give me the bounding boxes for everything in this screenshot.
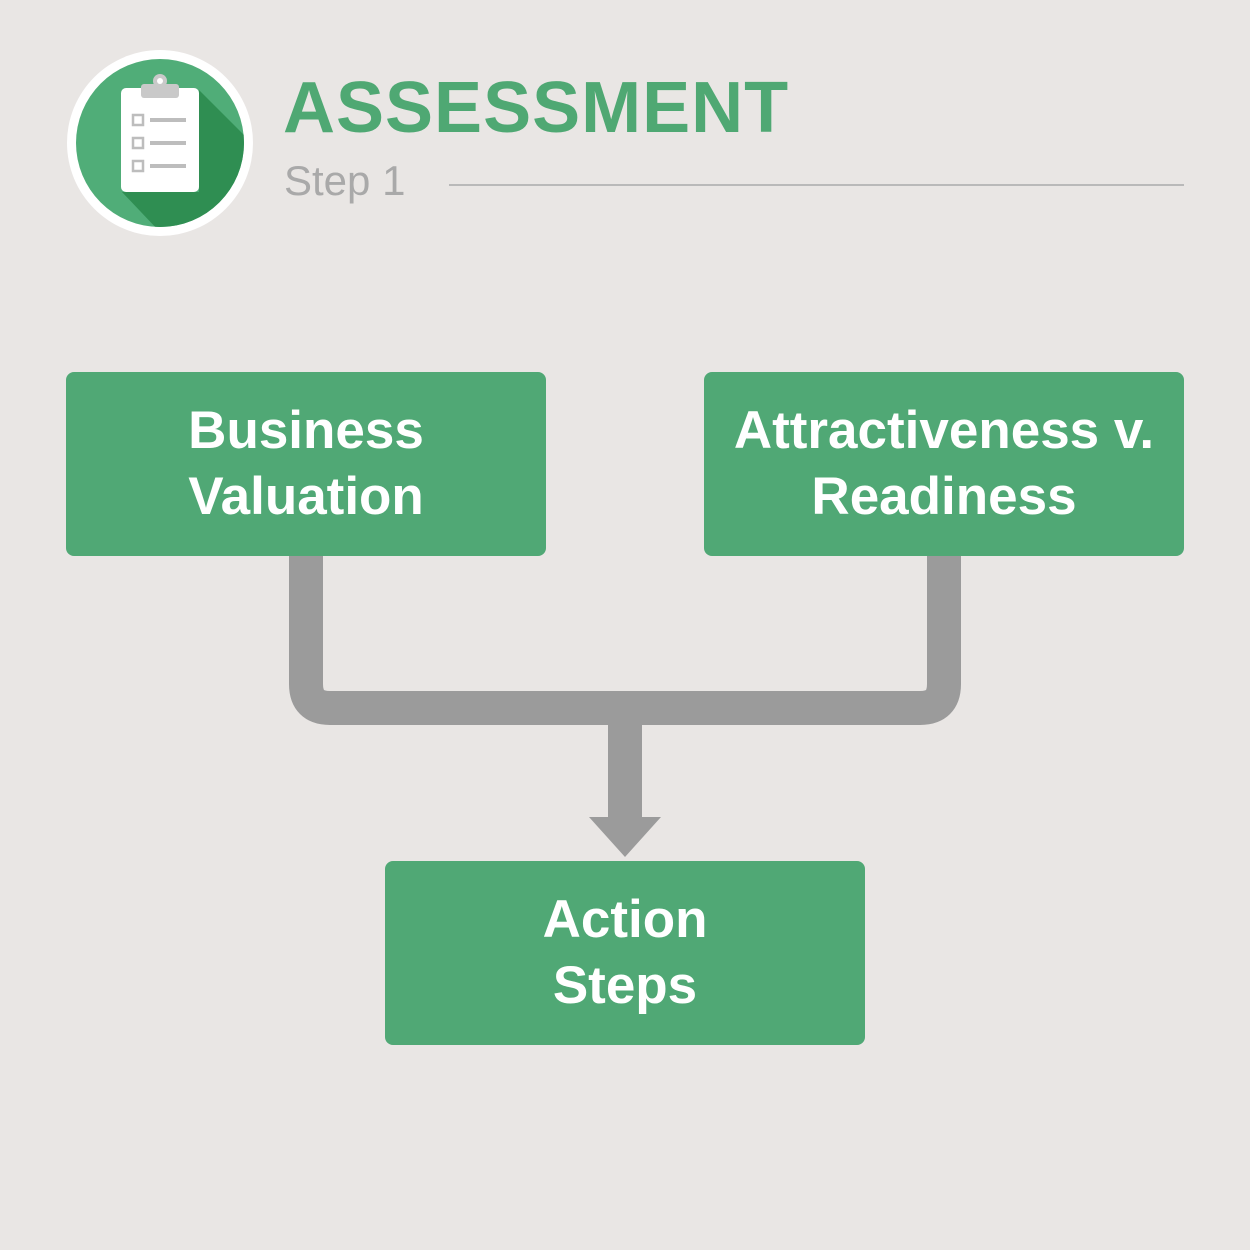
arrowhead-icon [589,817,661,857]
action-steps-box: Action Steps [385,861,865,1045]
clipboard-checklist-icon [67,50,253,236]
connector-from-business [289,556,626,725]
connector-stem [608,708,642,820]
box-label-line: Action [542,890,708,949]
box-label-line: Valuation [188,467,424,526]
box-label-line: Business [188,401,424,460]
step-label: Step 1 [284,157,406,204]
attractiveness-readiness-box: Attractiveness v. Readiness [704,372,1184,556]
connector-from-attractiveness [624,556,961,725]
box-label-line: Steps [552,956,698,1015]
box-label-line: Attractiveness v. [733,401,1155,460]
page-title: ASSESSMENT [283,68,790,148]
box-label-line: Readiness [811,467,1077,526]
header-divider [449,184,1184,186]
business-valuation-box: Business Valuation [66,372,546,556]
